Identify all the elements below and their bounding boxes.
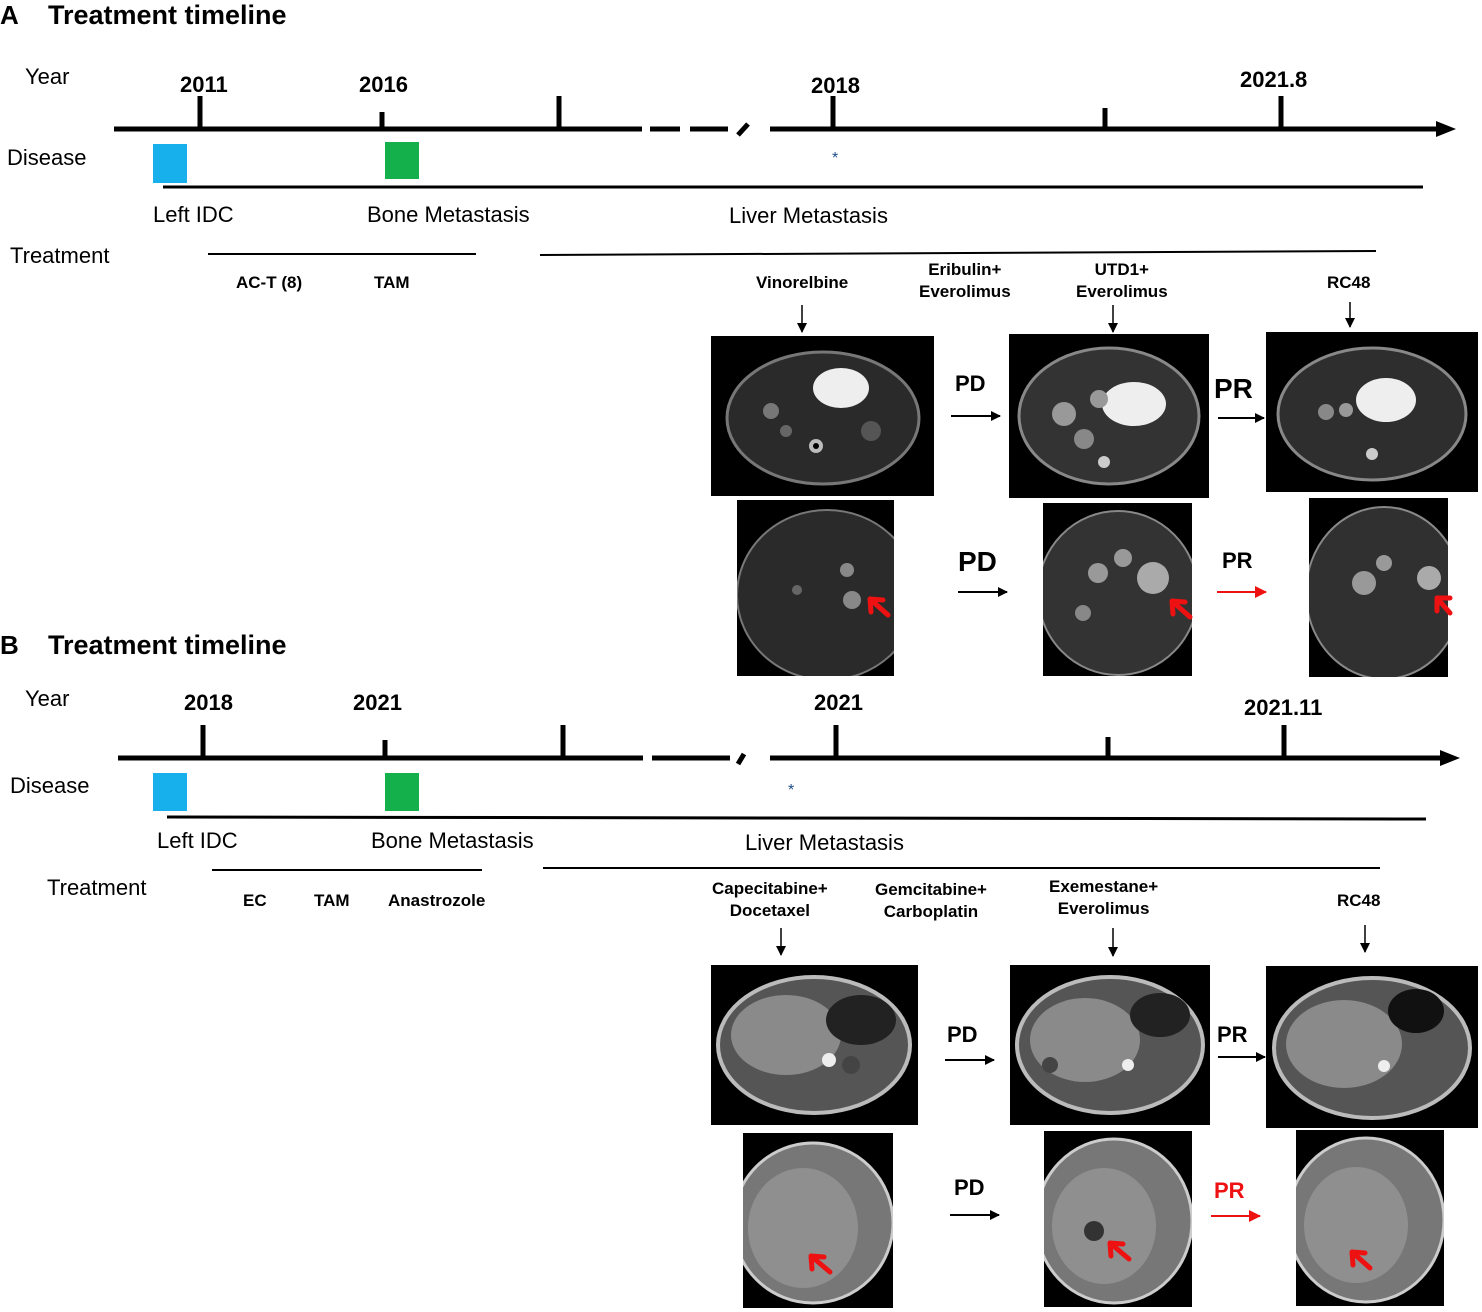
panel-b-scan-exemestane-axial — [1010, 965, 1210, 1125]
panel-a-disease-idc: Left IDC — [153, 202, 234, 227]
panel-b-scan-capecitabine-axial — [711, 965, 918, 1125]
panel-b-liver-marker: * — [788, 782, 795, 799]
panel-a-ticks — [197, 96, 1284, 129]
panel-a-disease-bone: Bone Metastasis — [367, 202, 530, 227]
panel-b-disease-label: Disease — [10, 773, 90, 798]
panel-a-response-pd-bottom: PD — [958, 546, 997, 577]
panel-a-treatment-utd1: UTD1+ Everolimus — [1076, 260, 1168, 301]
panel-b-response-pr-top: PR — [1217, 1022, 1248, 1047]
panel-b-treatment-ec: EC — [243, 891, 267, 910]
panel-a-scan-utd1-axial — [1009, 334, 1209, 498]
panel-a-letter: A — [0, 0, 19, 30]
panel-b-treatment-tam: TAM — [314, 891, 350, 910]
panel-a-treatment-vinorelbine: Vinorelbine — [756, 273, 849, 292]
panel-b-letter: B — [0, 630, 19, 660]
panel-a-treatment-eribulin: Eribulin+ Everolimus — [919, 260, 1011, 301]
panel-a-year-2: 2016 — [359, 72, 408, 97]
panel-b-year-3: 2021 — [814, 690, 863, 715]
panel-a-response-pd-top: PD — [955, 371, 986, 396]
panel-a-disease-liver: Liver Metastasis — [729, 203, 888, 228]
panel-a-disease-label: Disease — [7, 145, 87, 170]
panel-b-scan-rc48-zoom — [1296, 1130, 1444, 1306]
panel-a-treatment-act: AC-T (8) — [236, 273, 303, 292]
panel-b-treatment-exemestane: Exemestane+ Everolimus — [1049, 877, 1159, 918]
panel-b-treatment-capecitabine: Capecitabine+ Docetaxel — [712, 879, 828, 920]
panel-a-scan-rc48-zoom — [1309, 498, 1448, 677]
panel-a-bone-box — [385, 142, 419, 179]
panel-a-year-label: Year — [25, 64, 70, 89]
panel-b-disease-liver: Liver Metastasis — [745, 830, 904, 855]
panel-b-disease-bone: Bone Metastasis — [371, 828, 534, 853]
panel-a-year-4: 2021.8 — [1240, 67, 1308, 92]
panel-b-bone-box — [385, 773, 419, 811]
panel-a-scan-vinorelbine-axial — [711, 336, 934, 496]
panel-b-disease-line — [166, 815, 1427, 821]
panel-b-scan-rc48-axial — [1266, 966, 1478, 1128]
panel-b-treatment-label: Treatment — [47, 875, 147, 900]
panel-a-scan-rc48-axial — [1266, 332, 1478, 492]
panel-b-ticks — [200, 725, 1287, 758]
panel-a-axis — [114, 122, 1438, 137]
panel-b-treatment-rc48: RC48 — [1337, 891, 1381, 910]
panel-a-treatment-rc48: RC48 — [1327, 273, 1371, 292]
panel-b-scan-capecitabine-zoom — [743, 1133, 893, 1308]
panel-a-response-pr-bottom: PR — [1222, 548, 1253, 573]
panel-a-liver-marker: * — [832, 150, 839, 167]
panel-b-idc-box — [153, 773, 187, 811]
panel-b-year-4: 2021.11 — [1244, 695, 1323, 720]
panel-a-response-pr-top: PR — [1214, 373, 1253, 404]
panel-b-year-label: Year — [25, 686, 70, 711]
panel-a-idc-box — [153, 144, 187, 183]
panel-b-response-pd-top: PD — [947, 1022, 978, 1047]
panel-b-response-pd-bottom: PD — [954, 1175, 985, 1200]
panel-a-year-3: 2018 — [811, 73, 860, 98]
panel-a-year-1: 2011 — [180, 72, 228, 97]
panel-b-title: Treatment timeline — [48, 630, 287, 660]
panel-a-scan-vinorelbine-zoom — [737, 500, 894, 676]
panel-b-scan-exemestane-zoom — [1044, 1131, 1192, 1307]
panel-b-year-1: 2018 — [184, 690, 233, 715]
panel-b-response-pr-bottom: PR — [1214, 1178, 1245, 1203]
panel-b-axis — [118, 752, 1442, 766]
panel-a-treatment-label: Treatment — [10, 243, 110, 268]
panel-a-scan-utd1-zoom — [1043, 503, 1192, 676]
panel-a-title: Treatment timeline — [48, 0, 287, 30]
panel-a-treatment-tam: TAM — [374, 273, 410, 292]
panel-a-treatment-line-late — [539, 250, 1377, 256]
panel-b-disease-idc: Left IDC — [157, 828, 238, 853]
panel-b-treatment-gemcitabine: Gemcitabine+ Carboplatin — [875, 880, 987, 921]
panel-b-year-2: 2021 — [353, 690, 402, 715]
panel-b-treatment-anastrozole: Anastrozole — [388, 891, 486, 910]
